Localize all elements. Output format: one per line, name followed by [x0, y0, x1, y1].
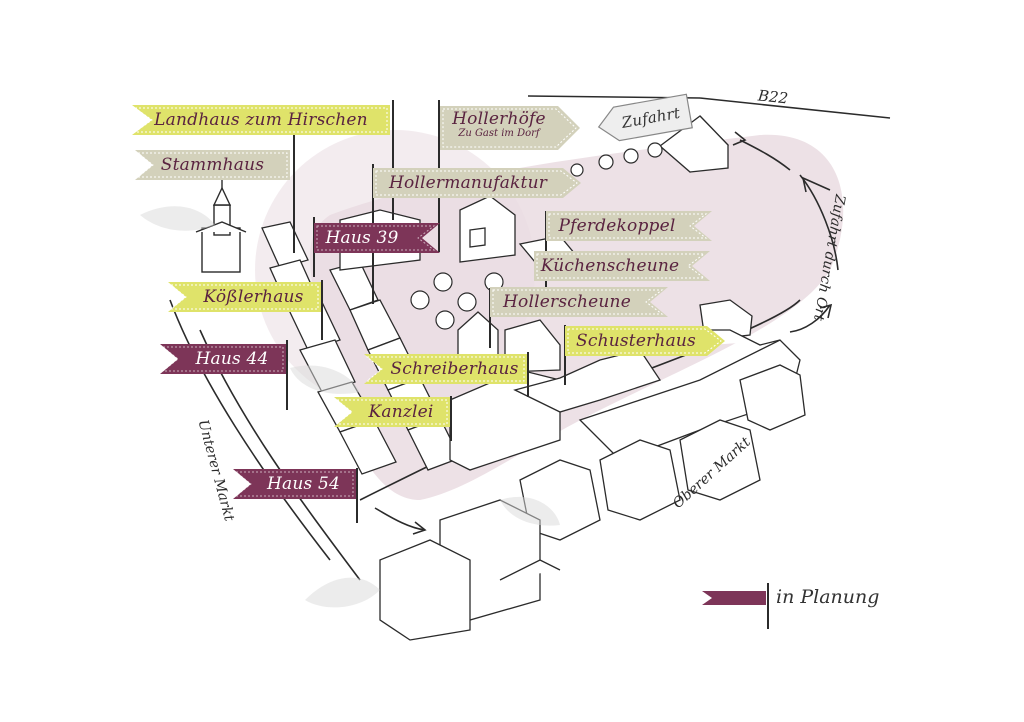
banner-haus54[interactable]: Haus 54: [233, 469, 356, 499]
banner-landhaus: Landhaus zum Hirschen: [132, 105, 390, 135]
banner-haus44[interactable]: Haus 44: [160, 344, 286, 374]
banner-label: Küchenscheune: [540, 256, 680, 276]
pole-kanzlei: [450, 396, 452, 441]
banner-label: Haus 44: [195, 349, 269, 369]
banner-haus39[interactable]: Haus 39: [314, 223, 440, 253]
pole-landhaus: [293, 135, 295, 253]
banner-label: Haus 39: [325, 228, 399, 248]
pole-zufahrt: [392, 100, 394, 220]
banner-label: Hollerhöfe: [452, 109, 546, 129]
pole-haus54: [356, 468, 358, 523]
banner-label: Stammhaus: [160, 155, 265, 175]
banner-label: Pferdekoppel: [558, 216, 676, 236]
banner-sublabel: Zu Gast im Dorf: [458, 128, 540, 139]
banner-label: Hollerscheune: [503, 292, 631, 312]
banner-label: Hollermanufaktur: [388, 173, 548, 193]
pole-schreiberhaus: [527, 352, 529, 397]
banner-stammhaus: Stammhaus: [135, 150, 290, 180]
legend-swatch: [702, 591, 766, 605]
legend-in-planung: in Planung: [776, 586, 880, 608]
banner-hollerscheune: Hollerscheune: [490, 287, 668, 317]
pole-legend: [767, 583, 769, 629]
banner-schreiberhaus[interactable]: Schreiberhaus: [364, 354, 527, 384]
banner-hollermanufaktur: Hollermanufaktur: [373, 168, 581, 198]
church-icon: [195, 180, 247, 273]
banner-schusterhaus[interactable]: Schusterhaus: [565, 326, 725, 356]
banner-label: Schreiberhaus: [390, 359, 519, 379]
banner-kanzlei[interactable]: Kanzlei: [334, 397, 450, 427]
banner-koesslerhaus[interactable]: Kößlerhaus: [168, 282, 321, 312]
pole-haus44: [286, 340, 288, 410]
banner-label: Landhaus zum Hirschen: [154, 110, 368, 130]
banner-kuechenscheune: Küchenscheune: [534, 251, 710, 281]
banner-label: Haus 54: [266, 474, 341, 494]
banner-pferdekoppel: Pferdekoppel: [546, 211, 712, 241]
banner-label: Schusterhaus: [576, 331, 696, 351]
banner-label: Kanzlei: [368, 402, 434, 422]
banner-label: Kößlerhaus: [203, 287, 304, 307]
sign-zufahrt: Zufahrt: [596, 93, 693, 143]
banner-hollerhoefe: Hollerhöfe Zu Gast im Dorf: [440, 106, 580, 150]
b22-label: B22: [757, 86, 789, 108]
pole-koesslerhaus: [321, 280, 323, 340]
pole-hollerscheune: [489, 288, 491, 348]
